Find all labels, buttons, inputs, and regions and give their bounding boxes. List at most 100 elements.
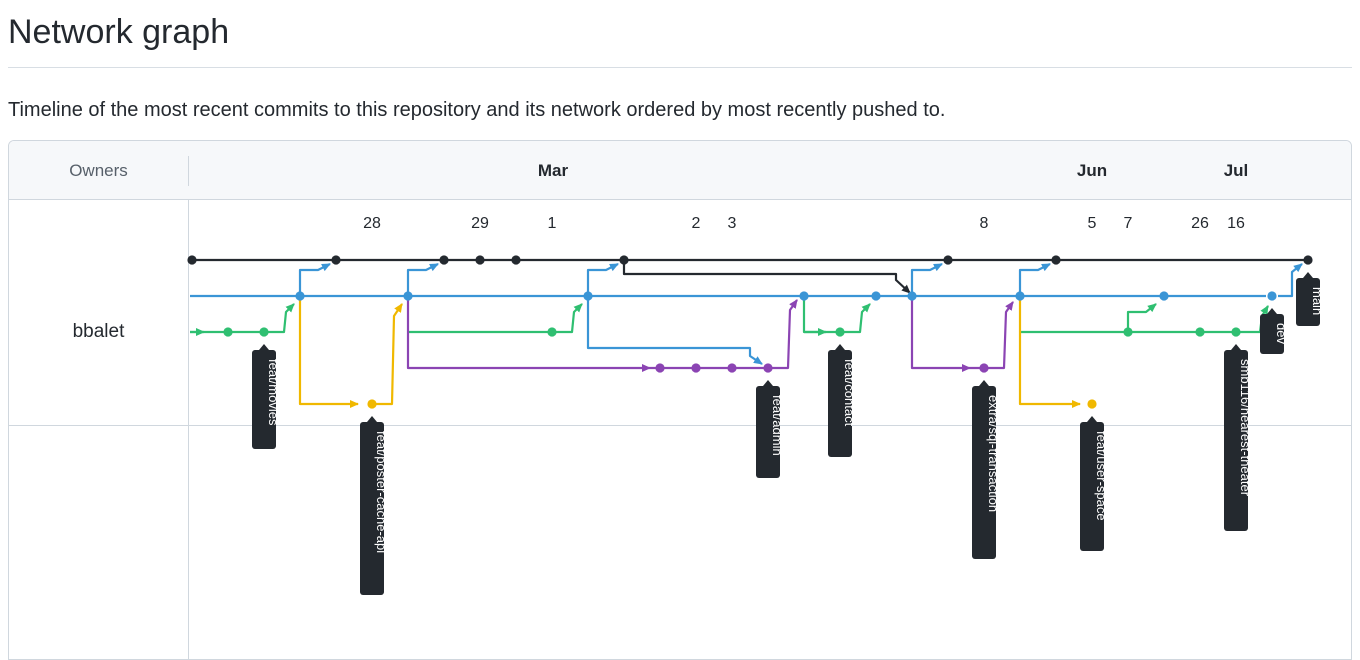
branch-tag-label[interactable]: feat/movies — [266, 359, 281, 426]
green-branch-line — [1020, 305, 1269, 334]
blue-branch-line — [586, 296, 763, 365]
branch-tag-box[interactable] — [1224, 350, 1248, 531]
branch-tag-box[interactable] — [1296, 278, 1320, 326]
branch-tag[interactable]: feat/contact — [828, 344, 857, 457]
branch-tag[interactable]: dev — [1260, 308, 1289, 354]
branch-tag-label[interactable]: main — [1310, 287, 1325, 315]
branch-tag-box[interactable] — [972, 386, 996, 559]
blue-commit-dot[interactable] — [871, 291, 881, 301]
branch-tag[interactable]: feat/poster-cache-api — [360, 416, 389, 595]
owner-row-divider — [9, 425, 1351, 426]
branch-tag-pointer — [1087, 416, 1097, 422]
blue-commit-dot[interactable] — [1159, 291, 1169, 301]
blue-branch-line — [1018, 263, 1051, 296]
branch-tag-label[interactable]: smb116/nearest-theater — [1238, 359, 1253, 497]
branch-tag-label[interactable]: extra/sql-transaction — [986, 395, 1001, 512]
branch-lines — [190, 258, 1308, 408]
green-branch-line — [802, 296, 871, 334]
branch-tag-box[interactable] — [828, 350, 852, 457]
day-label: 7 — [1124, 215, 1133, 232]
blue-commit-dot[interactable] — [799, 291, 809, 301]
black-commit-dot[interactable] — [439, 255, 449, 265]
branch-tag-label[interactable]: feat/contact — [842, 359, 857, 427]
green-commit-dot[interactable] — [835, 327, 845, 337]
branch-tag-pointer — [367, 416, 377, 422]
day-label: 26 — [1191, 215, 1209, 232]
purple-commit-dot[interactable] — [727, 363, 737, 373]
yellow-branch-line — [298, 296, 359, 408]
branch-tag[interactable]: extra/sql-transaction — [972, 380, 1001, 559]
branch-tag-pointer — [1267, 308, 1277, 314]
green-commit-dot[interactable] — [547, 327, 557, 337]
branch-tag-label[interactable]: feat/user-space — [1094, 431, 1109, 521]
black-commit-dot[interactable] — [475, 255, 485, 265]
branch-tag[interactable]: feat/user-space — [1080, 416, 1109, 551]
branch-tag-pointer — [259, 344, 269, 350]
commit-dots — [187, 255, 1313, 409]
purple-commit-dot[interactable] — [979, 363, 989, 373]
green-commit-dot[interactable] — [1123, 327, 1133, 337]
branch-tag-box[interactable] — [360, 422, 384, 595]
day-label: 2 — [692, 215, 701, 232]
branch-tag-pointer — [979, 380, 989, 386]
blue-commit-dot[interactable] — [403, 291, 413, 301]
owner-column-divider — [188, 200, 189, 659]
black-commit-dot[interactable] — [1051, 255, 1061, 265]
purple-commit-dot[interactable] — [655, 363, 665, 373]
green-branch-line — [190, 303, 295, 334]
black-commit-dot[interactable] — [511, 255, 521, 265]
black-branch-line — [622, 260, 911, 294]
yellow-commit-dot[interactable] — [367, 399, 377, 409]
day-label: 8 — [980, 215, 989, 232]
purple-commit-dot[interactable] — [691, 363, 701, 373]
blue-branch-line — [298, 263, 331, 296]
black-commit-dot[interactable] — [331, 255, 341, 265]
branch-tag-label[interactable]: feat/poster-cache-api — [374, 431, 389, 553]
green-commit-dot[interactable] — [223, 327, 233, 337]
blue-commit-dot[interactable] — [907, 291, 917, 301]
yellow-commit-dot[interactable] — [1087, 399, 1097, 409]
branch-tag[interactable]: main — [1296, 272, 1325, 326]
purple-branch-line — [406, 296, 651, 372]
month-label: Jun — [1077, 161, 1107, 180]
branch-tags: feat/movies feat/poster-cache-api feat/adm… — [252, 272, 1325, 595]
branch-tag-box[interactable] — [1260, 314, 1284, 354]
blue-commit-dot[interactable] — [583, 291, 593, 301]
branch-tag-pointer — [763, 380, 773, 386]
branch-tag-box[interactable] — [756, 386, 780, 478]
page-description: Timeline of the most recent commits to t… — [8, 99, 946, 121]
green-commit-dot[interactable] — [1231, 327, 1241, 337]
header-divider — [188, 156, 189, 186]
purple-commit-dot[interactable] — [763, 363, 773, 373]
graph-header: Owners — [9, 141, 1351, 200]
black-commit-dot[interactable] — [943, 255, 953, 265]
title-divider — [8, 67, 1352, 68]
branch-tag[interactable]: feat/movies — [252, 344, 281, 449]
yellow-branch-line — [1018, 296, 1081, 408]
blue-commit-dot[interactable] — [295, 291, 305, 301]
black-commit-dot[interactable] — [1303, 255, 1313, 265]
blue-commit-dot[interactable] — [1015, 291, 1025, 301]
green-commit-dot[interactable] — [259, 327, 269, 337]
blue-branch-line — [586, 263, 619, 296]
black-commit-dot[interactable] — [187, 255, 197, 265]
branch-tag-box[interactable] — [1080, 422, 1104, 551]
branch-tag-pointer — [1303, 272, 1313, 278]
black-commit-dot[interactable] — [619, 255, 629, 265]
branch-tag[interactable]: feat/admin — [756, 380, 785, 478]
purple-branch-line — [970, 301, 1014, 370]
page-title: Network graph — [8, 13, 230, 51]
branch-tag-label[interactable]: dev — [1274, 323, 1289, 344]
branch-tag[interactable]: smb116/nearest-theater — [1224, 344, 1253, 531]
owner-name[interactable]: bbalet — [72, 321, 125, 342]
branch-tag-label[interactable]: feat/admin — [770, 395, 785, 456]
day-label: 1 — [548, 215, 557, 232]
branch-tag-box[interactable] — [252, 350, 276, 449]
day-label: 16 — [1227, 215, 1245, 232]
green-commit-dot[interactable] — [1195, 327, 1205, 337]
day-label: 5 — [1088, 215, 1097, 232]
month-label: Jul — [1224, 161, 1249, 180]
blue-commit-dot[interactable] — [1267, 291, 1277, 301]
